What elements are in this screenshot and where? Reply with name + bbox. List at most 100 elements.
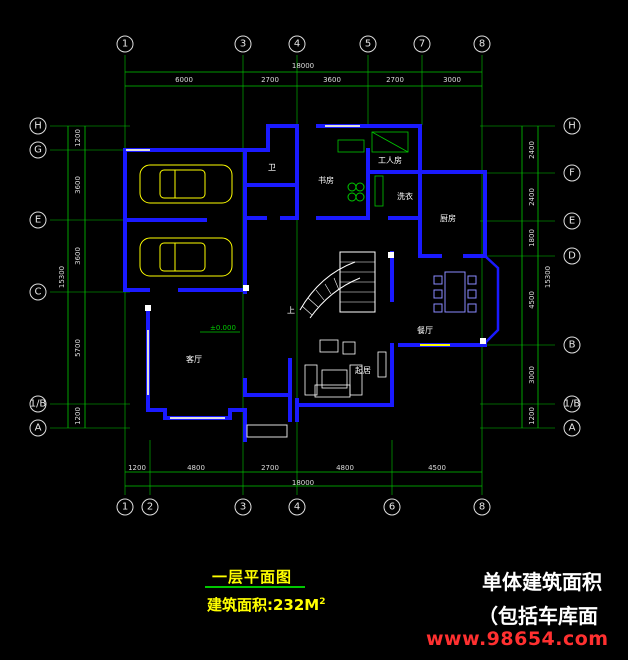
axis-bubble-right-circle — [563, 419, 581, 437]
axis-bubble-bottom-circle — [116, 498, 134, 516]
dim-left: 1200 — [74, 129, 82, 147]
dim-top: 3000 — [443, 76, 461, 84]
garage-car-1 — [139, 164, 233, 204]
dim-right: 2400 — [528, 141, 536, 159]
axis-bubble-bottom-circle — [383, 498, 401, 516]
room-label-wc: 卫 — [268, 163, 276, 172]
axis-bubble-top-circle — [288, 35, 306, 53]
axis-bubble-bottom: 8 — [479, 502, 485, 513]
dim-top-total: 18000 — [292, 62, 314, 70]
axis-bubble-bottom-circle — [141, 498, 159, 516]
axis-bubble-right: H — [568, 121, 576, 132]
axis-bubble-right: F — [569, 168, 575, 179]
axis-bubble-top: 8 — [479, 39, 485, 50]
axis-bubble-left: G — [34, 145, 42, 156]
axis-bubble-left-circle — [29, 211, 47, 229]
right-heading-line2: （包括车库面 — [478, 604, 598, 628]
axis-bubble-left-circle — [29, 117, 47, 135]
axis-bubble-top: 7 — [419, 39, 425, 50]
room-label-kitchen: 厨房 — [440, 213, 456, 223]
dim-right: 1800 — [528, 229, 536, 247]
axis-bubble-right-circle — [563, 336, 581, 354]
axis-bubble-right: E — [569, 216, 575, 227]
axis-bubble-left-circle — [29, 419, 47, 437]
axis-bubble-right: A — [569, 423, 576, 434]
axis-bubble-bottom: 4 — [294, 502, 300, 513]
title-underline — [205, 586, 305, 588]
dim-bottom: 4800 — [336, 464, 354, 472]
dim-right: 1200 — [528, 407, 536, 425]
axis-bubble-right-circle — [563, 247, 581, 265]
horizontal-grid-lines — [50, 125, 555, 429]
dim-left-total: 15300 — [58, 266, 66, 288]
left-dimension-lines — [67, 126, 86, 428]
vertical-grid-lines — [124, 55, 483, 495]
study-furniture — [337, 131, 409, 207]
axis-bubble-right-circle — [563, 117, 581, 135]
room-label-servant: 工人房 — [378, 155, 402, 165]
axis-bubble-right-circle — [563, 164, 581, 182]
axis-bubble-top-circle — [413, 35, 431, 53]
axis-bubble-right-circle — [563, 212, 581, 230]
axis-bubble-bottom: 6 — [389, 502, 395, 513]
axis-bubble-left-circle — [29, 395, 47, 413]
dim-bottom: 4800 — [187, 464, 205, 472]
axis-bubble-right: B — [569, 340, 576, 351]
axis-bubble-top: 5 — [365, 39, 371, 50]
axis-bubble-left: C — [35, 287, 42, 298]
axis-bubble-left: A — [35, 423, 42, 434]
dim-right-total: 15300 — [544, 266, 552, 288]
right-dimension-lines — [521, 126, 539, 428]
axis-bubble-top: 3 — [240, 39, 246, 50]
axis-bubble-right-circle — [563, 395, 581, 413]
dim-top: 3600 — [323, 76, 341, 84]
dim-bottom-total: 18000 — [292, 479, 314, 487]
dining-table — [433, 271, 477, 313]
dim-left: 5700 — [74, 339, 82, 357]
drawing-title: 一层平面图 — [212, 568, 293, 586]
room-label-dining: 餐厅 — [417, 326, 433, 335]
bottom-dimension-lines — [125, 471, 482, 487]
room-label-laundry: 洗衣 — [397, 191, 413, 201]
axis-bubble-bottom: 2 — [147, 502, 153, 513]
dim-bottom: 1200 — [128, 464, 146, 472]
axis-bubble-left: H — [34, 121, 42, 132]
top-dimension-lines — [125, 71, 482, 87]
staircase — [299, 251, 376, 319]
axis-bubble-top-circle — [234, 35, 252, 53]
area-superscript: 2 — [319, 597, 326, 607]
axis-bubble-bottom: 1 — [122, 502, 128, 513]
dim-right: 2400 — [528, 188, 536, 206]
axis-bubble-left: E — [35, 215, 41, 226]
sofa-set — [304, 339, 387, 398]
axis-bubble-left-circle — [29, 141, 47, 159]
dim-top: 2700 — [386, 76, 404, 84]
axis-bubble-bottom-circle — [234, 498, 252, 516]
garage-car-2 — [139, 237, 233, 277]
dim-bottom: 4500 — [428, 464, 446, 472]
dim-left: 1200 — [74, 407, 82, 425]
floor-level-label: ±0.000 — [210, 324, 236, 332]
dim-bottom: 2700 — [261, 464, 279, 472]
axis-bubble-left-circle — [29, 283, 47, 301]
dim-left: 3600 — [74, 247, 82, 265]
axis-bubble-top-circle — [116, 35, 134, 53]
axis-bubble-right: D — [568, 251, 576, 262]
area-text: 建筑面积:232M — [207, 596, 320, 614]
axis-bubble-top: 4 — [294, 39, 300, 50]
windows — [126, 125, 486, 438]
dim-top: 6000 — [175, 76, 193, 84]
axis-bubble-top-circle — [359, 35, 377, 53]
room-label-lounge: 起居 — [355, 366, 371, 375]
axis-bubble-bottom: 3 — [240, 502, 246, 513]
axis-bubble-left: 1/B — [30, 399, 47, 410]
axis-bubble-bottom-circle — [473, 498, 491, 516]
dim-right: 3000 — [528, 366, 536, 384]
watermark: www.98654.com — [426, 628, 609, 650]
dim-left: 3600 — [74, 176, 82, 194]
axis-bubble-top-circle — [473, 35, 491, 53]
room-label-living: 客厅 — [186, 354, 202, 364]
